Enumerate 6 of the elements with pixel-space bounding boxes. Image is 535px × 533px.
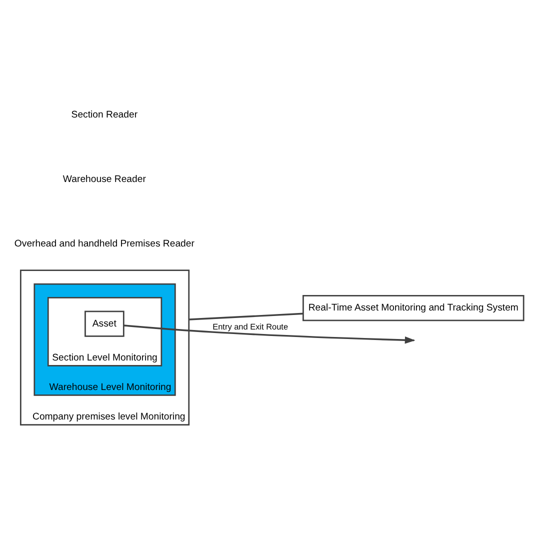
label: Overhead and handheld Premises Reader (14, 238, 194, 250)
label: Section Reader (71, 110, 138, 121)
connector (188, 312, 304, 320)
node-box: Asset (84, 310, 124, 337)
node-box: Real-Time Asset Monitoring and Tracking System (302, 295, 524, 322)
label: Warehouse Reader (62, 174, 146, 186)
